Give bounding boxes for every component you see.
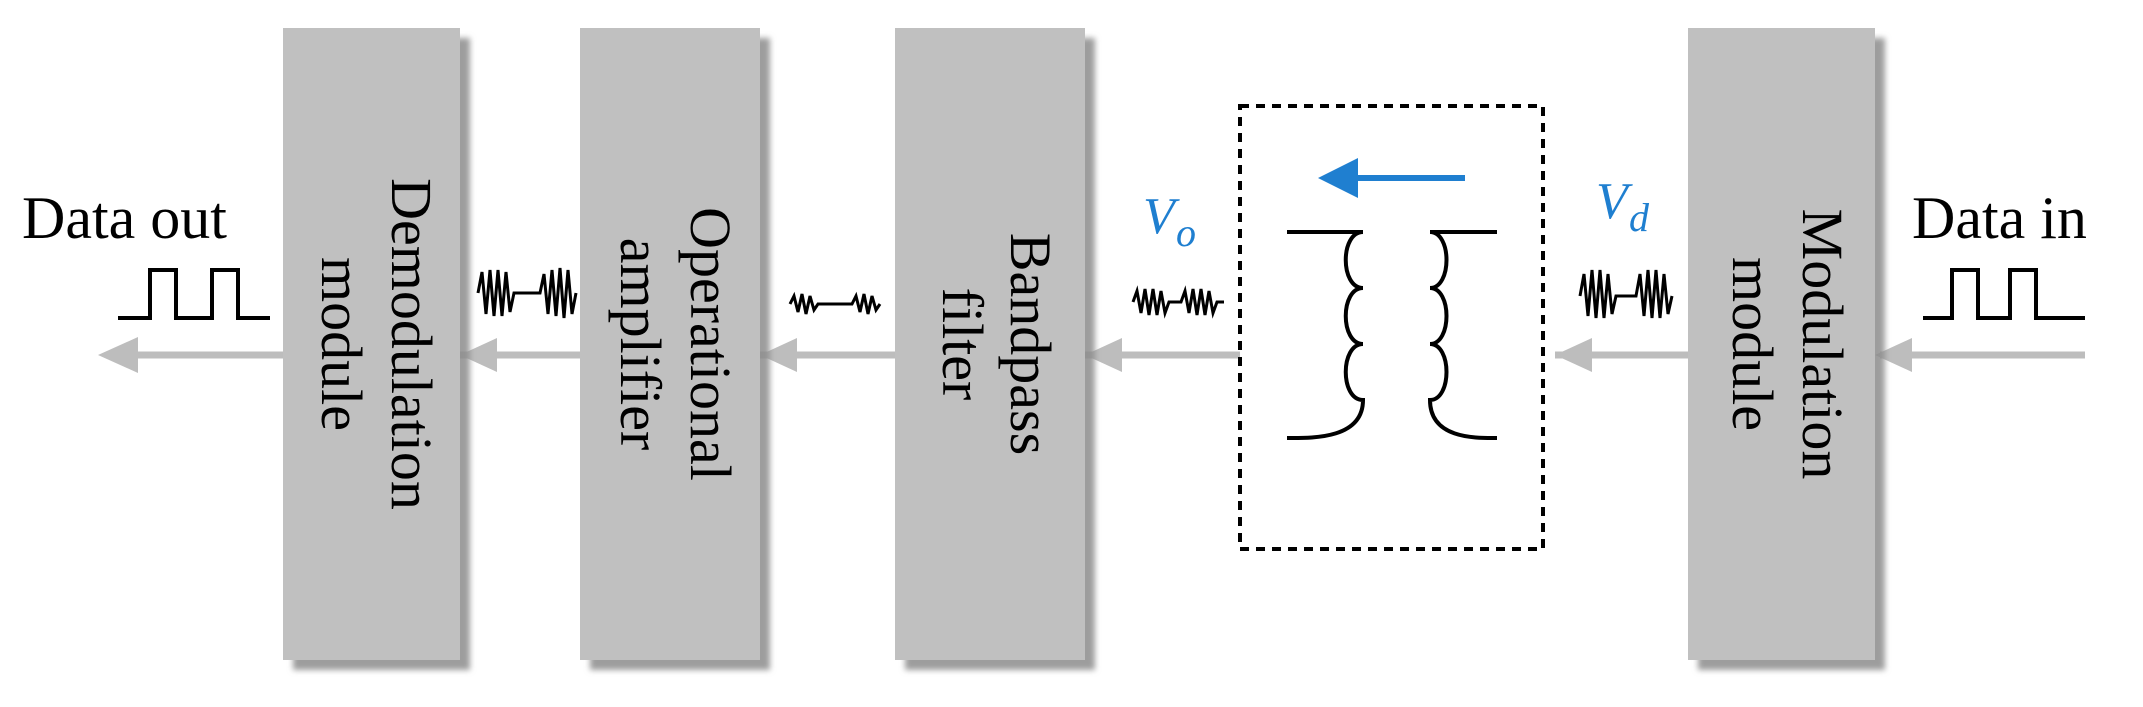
demodulation-label-line2: module (309, 257, 374, 431)
arrowhead-into-demodulation (460, 338, 497, 372)
bandpass-label-line1: Bandpass (998, 233, 1063, 455)
vd-label-main: V (1596, 173, 1633, 230)
vo-label: V o (1143, 188, 1196, 255)
square-wave-icon (118, 268, 2085, 320)
data-in-square-wave (1923, 268, 2085, 320)
signal-arrowheads (98, 337, 1912, 373)
opamp-label-line1: Operational (678, 207, 743, 481)
burst-wave-opamp-output (476, 267, 578, 319)
arrow-left-icon (1318, 158, 1465, 198)
data-out-square-wave (118, 268, 270, 320)
operational-amplifier-block: Operational amplifier (580, 28, 760, 660)
vd-label: V d (1596, 173, 1650, 240)
arrowhead-into-coupler (1555, 338, 1592, 372)
demodulation-label-line1: Demodulation (379, 178, 444, 510)
arrowhead-into-opamp (760, 338, 797, 372)
demodulation-module-block: Demodulation module (283, 28, 460, 660)
coupler-box (1238, 104, 1545, 551)
modulation-label-line1: Modulation (1790, 209, 1855, 480)
bandpass-filter-block: Bandpass filter (895, 28, 1085, 660)
modulation-label-line2: module (1720, 257, 1785, 431)
burst-wave-vo (1131, 285, 1224, 319)
burst-wave-icon (476, 267, 1674, 319)
arrowhead-data-out (98, 337, 138, 373)
bandpass-label-line2: filter (930, 288, 995, 401)
arrowhead-into-bandpass (1085, 338, 1122, 372)
burst-wave-filter-output (788, 291, 882, 315)
opamp-label-line2: amplifier (608, 238, 673, 451)
vd-label-sub: d (1629, 195, 1650, 240)
modulation-module-block: Modulation module (1688, 28, 1875, 660)
transformer-icon (1286, 230, 1498, 441)
data-out-label: Data out (22, 185, 227, 251)
vo-label-sub: o (1176, 210, 1196, 255)
vo-label-main: V (1143, 188, 1180, 245)
burst-wave-vd (1578, 269, 1674, 319)
arrowhead-into-modulation (1875, 338, 1912, 372)
data-in-label: Data in (1912, 185, 2087, 251)
